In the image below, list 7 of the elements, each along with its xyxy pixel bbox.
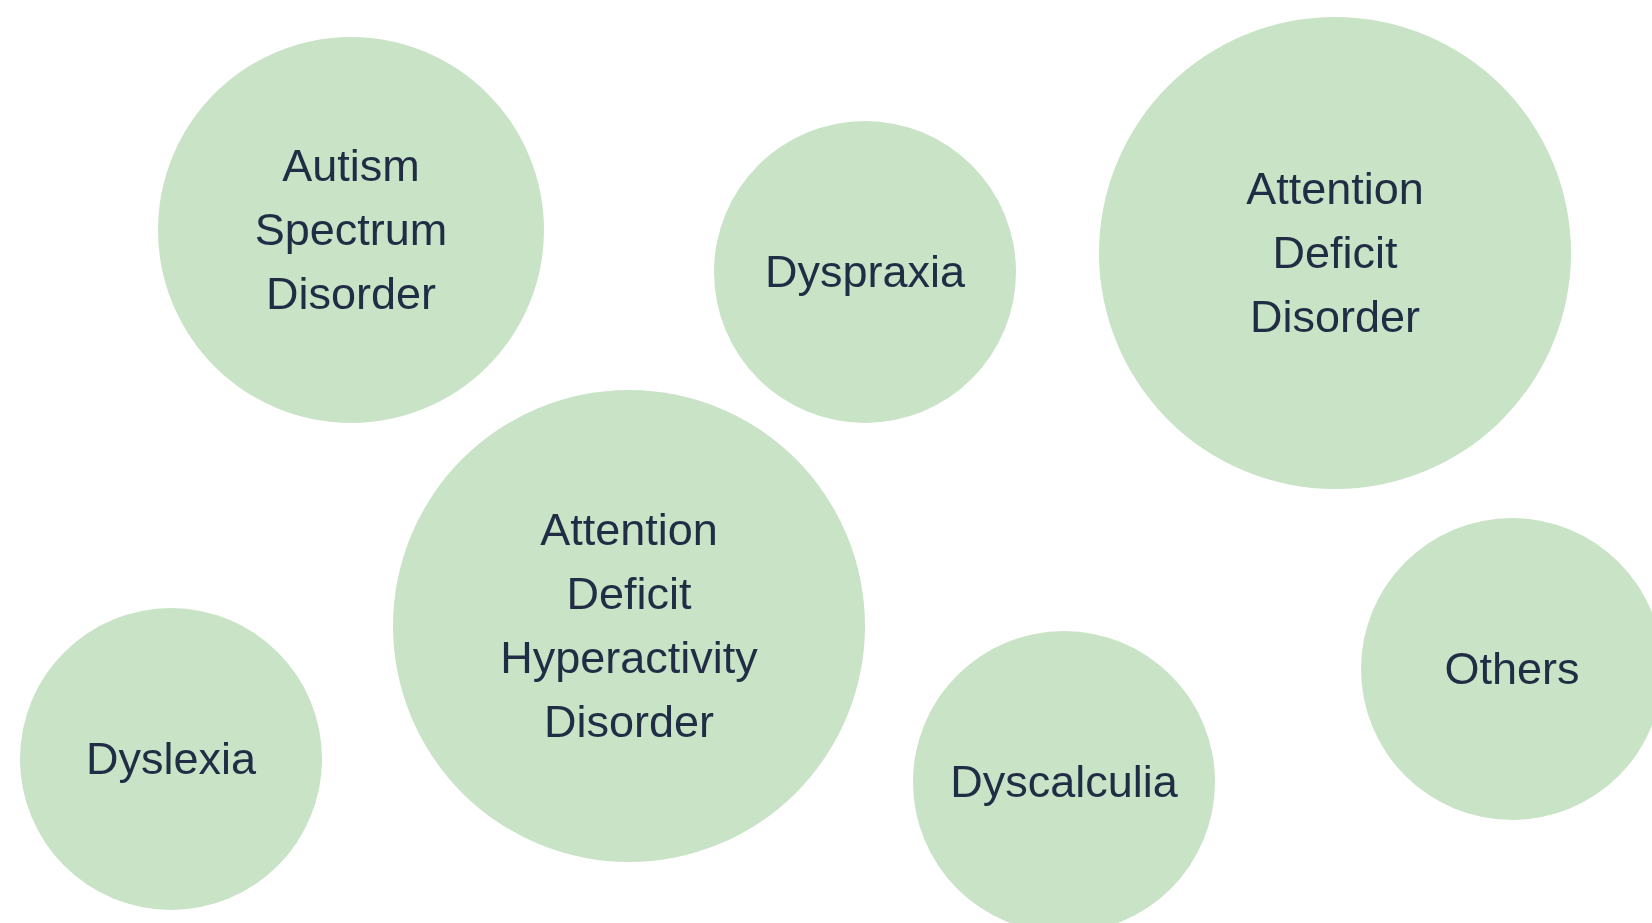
circle-label: Attention Deficit Disorder — [1246, 162, 1424, 344]
circle-label: Dyspraxia — [764, 245, 966, 299]
circle-label: Dyslexia — [85, 732, 256, 786]
circle-label: Others — [1444, 642, 1580, 696]
circle-label: Dyscalculia — [950, 755, 1178, 809]
circle-label: Attention Deficit Hyperactivity Disorder — [500, 503, 758, 749]
circle-label: Autism Spectrum Disorder — [254, 139, 448, 321]
